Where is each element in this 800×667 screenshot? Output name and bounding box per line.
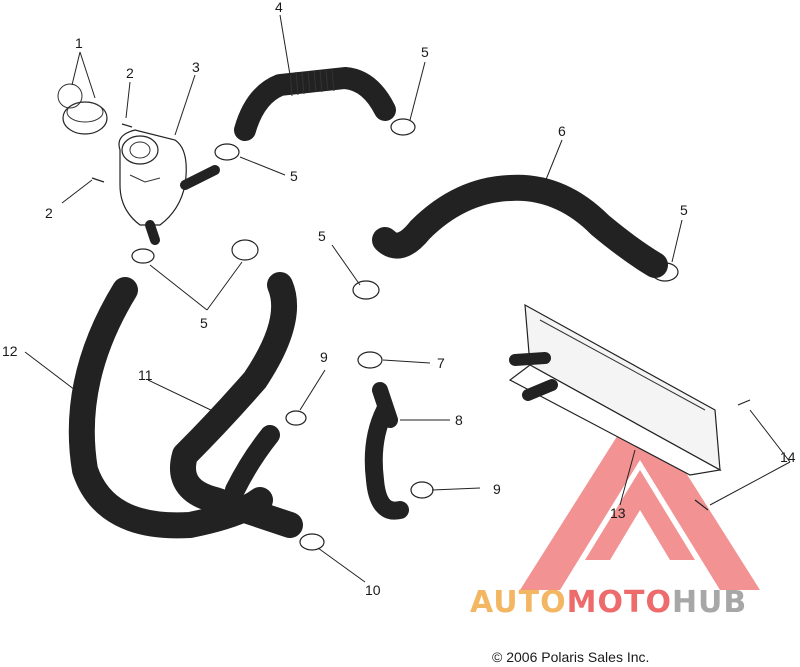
hose-part-4 <box>234 67 396 141</box>
callout-2-bottom: 2 <box>45 205 53 221</box>
hose-clamps <box>131 118 679 551</box>
callout-13: 13 <box>610 505 626 521</box>
fasteners-14 <box>694 399 751 511</box>
callout-1: 1 <box>75 35 83 51</box>
leader-lines <box>24 14 791 583</box>
watermark-hub: HUB <box>672 585 747 620</box>
watermark-text: AUTOMOTOHUB <box>470 585 747 620</box>
watermark-moto: MOTO <box>567 585 672 620</box>
callout-5-reservoir: 5 <box>290 168 298 184</box>
heat-exchanger-13 <box>508 303 722 476</box>
callout-11: 11 <box>138 367 153 383</box>
hose-part-6 <box>372 174 668 278</box>
callout-3: 3 <box>192 59 200 75</box>
hose-part-12 <box>68 277 273 539</box>
hose-part-11 <box>170 272 303 538</box>
callout-9-bottom: 9 <box>493 481 501 497</box>
callout-14: 14 <box>780 449 796 465</box>
callout-4: 4 <box>275 0 283 15</box>
coolant-reservoir <box>57 83 220 245</box>
callout-7: 7 <box>437 355 445 371</box>
watermark-logo <box>520 400 760 590</box>
callout-labels: 1 2 2 3 4 5 5 5 5 5 6 7 8 9 9 10 11 12 1… <box>2 0 796 598</box>
hose-part-8 <box>364 382 409 520</box>
callout-2-top: 2 <box>126 65 134 81</box>
callout-9-top: 9 <box>320 349 328 365</box>
callout-5-hose6-right: 5 <box>680 202 688 218</box>
callout-5-hose6-left: 5 <box>318 228 326 244</box>
svg-text:AUTOMOTOHUB: AUTOMOTOHUB <box>470 585 747 620</box>
copyright-notice: © 2006 Polaris Sales Inc. <box>492 649 649 665</box>
callout-10: 10 <box>365 582 381 598</box>
callout-8: 8 <box>455 412 463 428</box>
callout-6: 6 <box>558 123 566 139</box>
watermark-auto: AUTO <box>470 585 567 620</box>
callout-5-bottom: 5 <box>200 315 208 331</box>
callout-5-top-right: 5 <box>421 44 429 60</box>
callout-12: 12 <box>2 343 18 359</box>
